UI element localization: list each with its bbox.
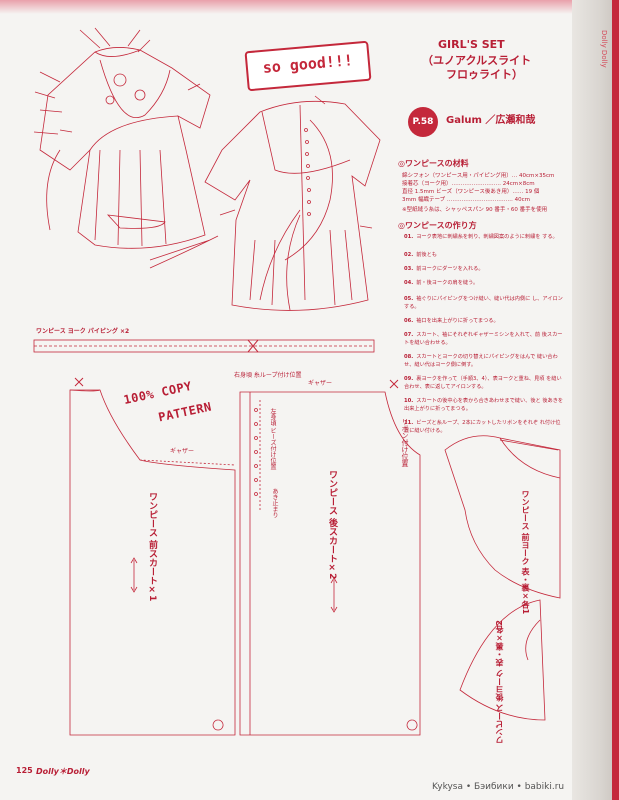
step-05: 05.袖ぐりにパイピングをつけ縫い、縫い代は内側に し、アイロンする。	[404, 296, 563, 310]
step-06: 06.袖口を出来上がりに折ってまつる。	[404, 318, 499, 324]
set-title: GIRL'S SET	[438, 38, 505, 51]
gather-label-front: ギャザー	[170, 448, 195, 455]
material-note: ※型紙縫う糸は、シャッペスパン 90 番手・60 番手を使用	[402, 207, 548, 213]
page-number: 125	[16, 766, 33, 775]
author: Galum ／広瀬和哉	[446, 115, 536, 126]
material-line-1: 綿シフォン（ワンピース用・パイピング用）… 40cm×35cm	[402, 173, 555, 179]
front-skirt-label: ワンピース 前スカート×1	[147, 492, 157, 602]
material-line-3: 直径 1.5mm ビーズ（ワンピース後あき用）…… 19 個	[402, 189, 540, 195]
front-skirt-pattern	[69, 389, 236, 736]
step-07: 07.スカート、袖にそれぞれギャザーミシンを入れて、前 後スカートを縫い合わせる…	[404, 332, 563, 346]
step-03: 03.前ヨークにダーツを入れる。	[404, 266, 484, 272]
back-yoke-label: ワンピース 後ヨーク 表・裏×各2	[495, 620, 504, 745]
step-08: 08.スカートとヨークの切り替えにパイピングをはんで 縫い合わせ、縫い代はヨーク…	[404, 354, 558, 368]
method-heading: ◎ワンピースの作り方	[398, 221, 477, 230]
opening-stop-label: あき止まり	[271, 488, 278, 518]
page-spine	[572, 0, 619, 800]
front-dress-illustration	[33, 27, 219, 269]
ribbon-position-label: リボン付け位置	[401, 418, 409, 467]
step-11: 11.ビーズと糸ループ、2本にカットしたリボンをそれぞ れ付け位置に縫い付ける。	[404, 420, 561, 434]
back-dress-illustration	[204, 95, 381, 311]
step-01: 01.ヨーク表地に刺繍糸を刺り、刺繍図案のように刺繍を する。	[404, 234, 558, 240]
step-02: 02.前後とも	[404, 252, 437, 258]
front-yoke-label: ワンピース 前ヨーク 表・裏×各1	[521, 490, 530, 615]
red-stripe	[612, 0, 619, 800]
material-line-2: 接着芯（ヨーク用）……………………… 24cm×8cm	[402, 181, 535, 187]
set-subtitle: （ユノアクルスライト	[422, 54, 532, 67]
watermark: Kykysa • Бэибики • babiki.ru	[432, 782, 565, 792]
magazine-brand: Dolly＊Dolly	[36, 767, 90, 776]
materials-heading: ◎ワンピースの材料	[398, 159, 469, 168]
set-subtitle-2: フロゥライト）	[446, 68, 523, 81]
step-04: 04.前・後ヨークの肩を縫う。	[404, 280, 479, 286]
bead-position-label: 左身頃 ビーズ付け位置	[269, 408, 276, 470]
step-09: 09.裏ヨークを作って（手順3、4）、表ヨークと重ね、見頃 を縫い合わせ、表に返…	[404, 376, 562, 390]
back-skirt-pattern	[239, 391, 421, 736]
material-line-4: 3mm 幅織テープ ……………………………… 40cm	[402, 197, 531, 203]
page-ref-badge: P.58	[408, 107, 438, 137]
piping-label: ワンピース ヨーク パイピング ×2	[36, 328, 130, 335]
gather-label-back: ギャザー	[308, 380, 333, 387]
back-skirt-label: ワンピース 後スカート×2	[327, 470, 337, 580]
piping-strip	[33, 339, 375, 353]
spine-text: Dolly Dolly	[600, 30, 608, 68]
front-yoke-pattern	[444, 435, 561, 599]
step-10: 10.スカートの後中心を表から合きあわせまで縫い、後と 後あきを出来上がりに折っ…	[404, 398, 564, 412]
loop-position-label: 右身頃 糸ループ付け位置	[234, 372, 302, 379]
top-edge	[0, 0, 619, 14]
back-yoke-pattern	[459, 599, 546, 721]
